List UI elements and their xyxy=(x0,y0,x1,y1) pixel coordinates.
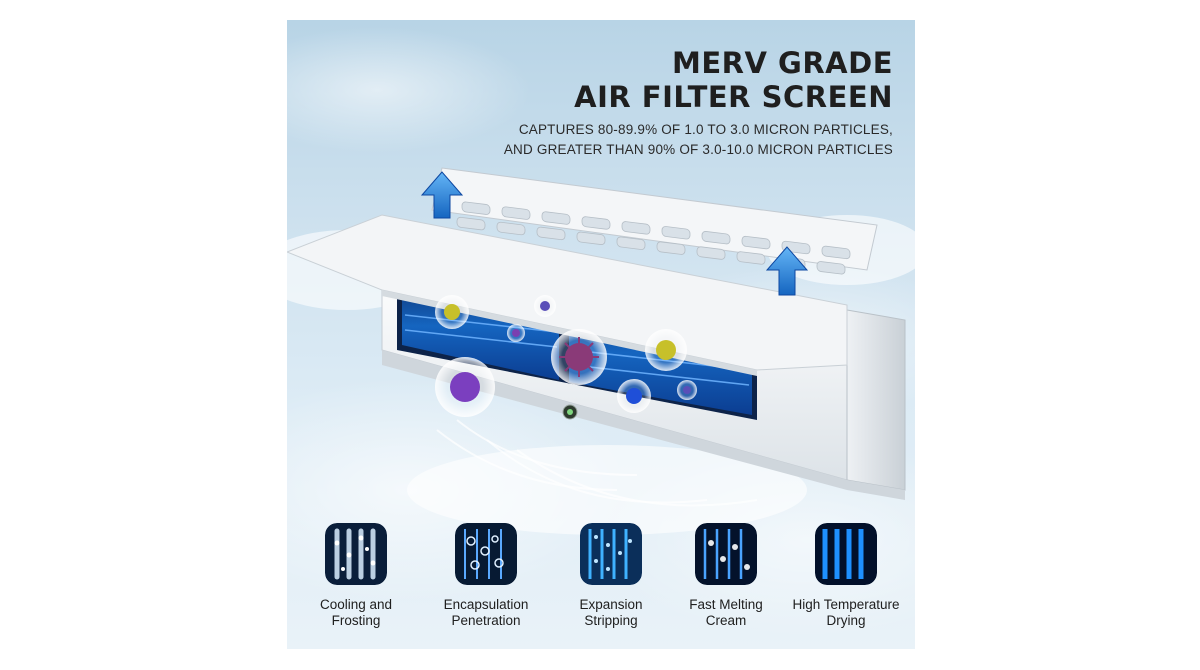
page-title: MERV GRADE AIR FILTER SCREEN xyxy=(574,46,893,114)
feature-label-line1: Cooling and xyxy=(319,597,393,612)
product-image-panel: MERV GRADE AIR FILTER SCREEN CAPTURES 80… xyxy=(287,20,915,649)
feature-label: Expansion Stripping xyxy=(552,597,670,629)
feature-label-line1: High Temperature xyxy=(792,597,900,612)
subtitle: CAPTURES 80-89.9% OF 1.0 TO 3.0 MICRON P… xyxy=(504,120,893,160)
particle-bubble xyxy=(677,380,697,400)
feature-label-line2: Stripping xyxy=(584,613,638,628)
feature-label: Fast Melting Cream xyxy=(667,597,785,629)
feature-item: Expansion Stripping xyxy=(552,523,670,629)
lift-arrow-right-icon xyxy=(765,246,809,296)
air-conditioner-illustration xyxy=(287,167,915,535)
feature-item: Cooling and Frosting xyxy=(297,523,415,629)
cooling-frosting-icon xyxy=(325,523,387,585)
lift-arrow-left-icon xyxy=(420,171,464,219)
feature-item: High Temperature Drying xyxy=(787,523,905,629)
fast-melting-cream-icon xyxy=(695,523,757,585)
feature-label-line2: Penetration xyxy=(451,613,521,628)
feature-label-line2: Cream xyxy=(705,613,747,628)
feature-label-line2: Frosting xyxy=(331,613,381,628)
title-line-2: AIR FILTER SCREEN xyxy=(574,80,893,114)
feature-label: Encapsulation Penetration xyxy=(427,597,545,629)
status-light xyxy=(562,404,578,420)
particle-bubble xyxy=(551,329,607,385)
feature-label-line1: Expansion xyxy=(579,597,643,612)
feature-list: Cooling and Frosting En xyxy=(312,523,902,643)
airflow-lines xyxy=(436,419,758,507)
particle-bubble xyxy=(534,295,556,317)
particle-bubble xyxy=(435,295,469,329)
expansion-stripping-icon xyxy=(580,523,642,585)
feature-label-line2: Drying xyxy=(826,613,866,628)
title-line-1: MERV GRADE xyxy=(672,46,893,80)
subtitle-line-1: CAPTURES 80-89.9% OF 1.0 TO 3.0 MICRON P… xyxy=(518,122,893,137)
feature-label: High Temperature Drying xyxy=(787,597,905,629)
feature-label: Cooling and Frosting xyxy=(297,597,415,629)
feature-item: Fast Melting Cream xyxy=(667,523,785,629)
feature-label-line1: Encapsulation xyxy=(443,597,529,612)
encapsulation-penetration-icon xyxy=(455,523,517,585)
particle-bubbles xyxy=(435,295,697,420)
particle-bubble xyxy=(507,324,525,342)
particle-bubble xyxy=(617,379,651,413)
particle-bubble xyxy=(645,329,687,371)
high-temperature-drying-icon xyxy=(815,523,877,585)
subtitle-line-2: AND GREATER THAN 90% OF 3.0-10.0 MICRON … xyxy=(503,142,893,157)
feature-label-line1: Fast Melting xyxy=(689,597,763,612)
feature-item: Encapsulation Penetration xyxy=(427,523,545,629)
particle-bubble xyxy=(435,357,495,417)
